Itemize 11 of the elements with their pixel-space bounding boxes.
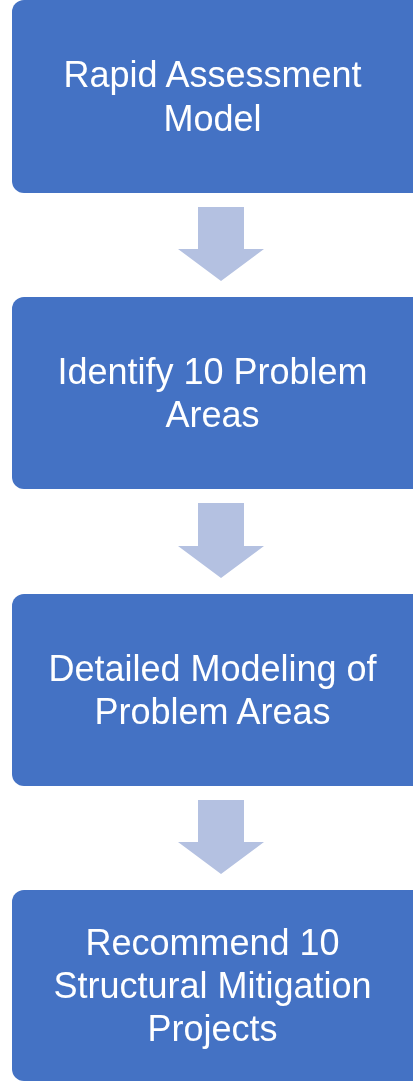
block-arrow [178, 503, 264, 578]
process-box [12, 890, 413, 1081]
box-label: Detailed Modeling of Problem Areas [47, 646, 378, 734]
box-label: Identify 10 Problem Areas [56, 349, 369, 437]
process-box [12, 0, 413, 193]
block-arrow [178, 800, 264, 874]
block-arrow [178, 207, 264, 281]
box-label: Rapid Assessment Model [62, 53, 363, 140]
process-box [12, 594, 413, 786]
box-label: Recommend 10 Structural Mitigation Projects [52, 920, 373, 1051]
process-box [12, 297, 413, 489]
